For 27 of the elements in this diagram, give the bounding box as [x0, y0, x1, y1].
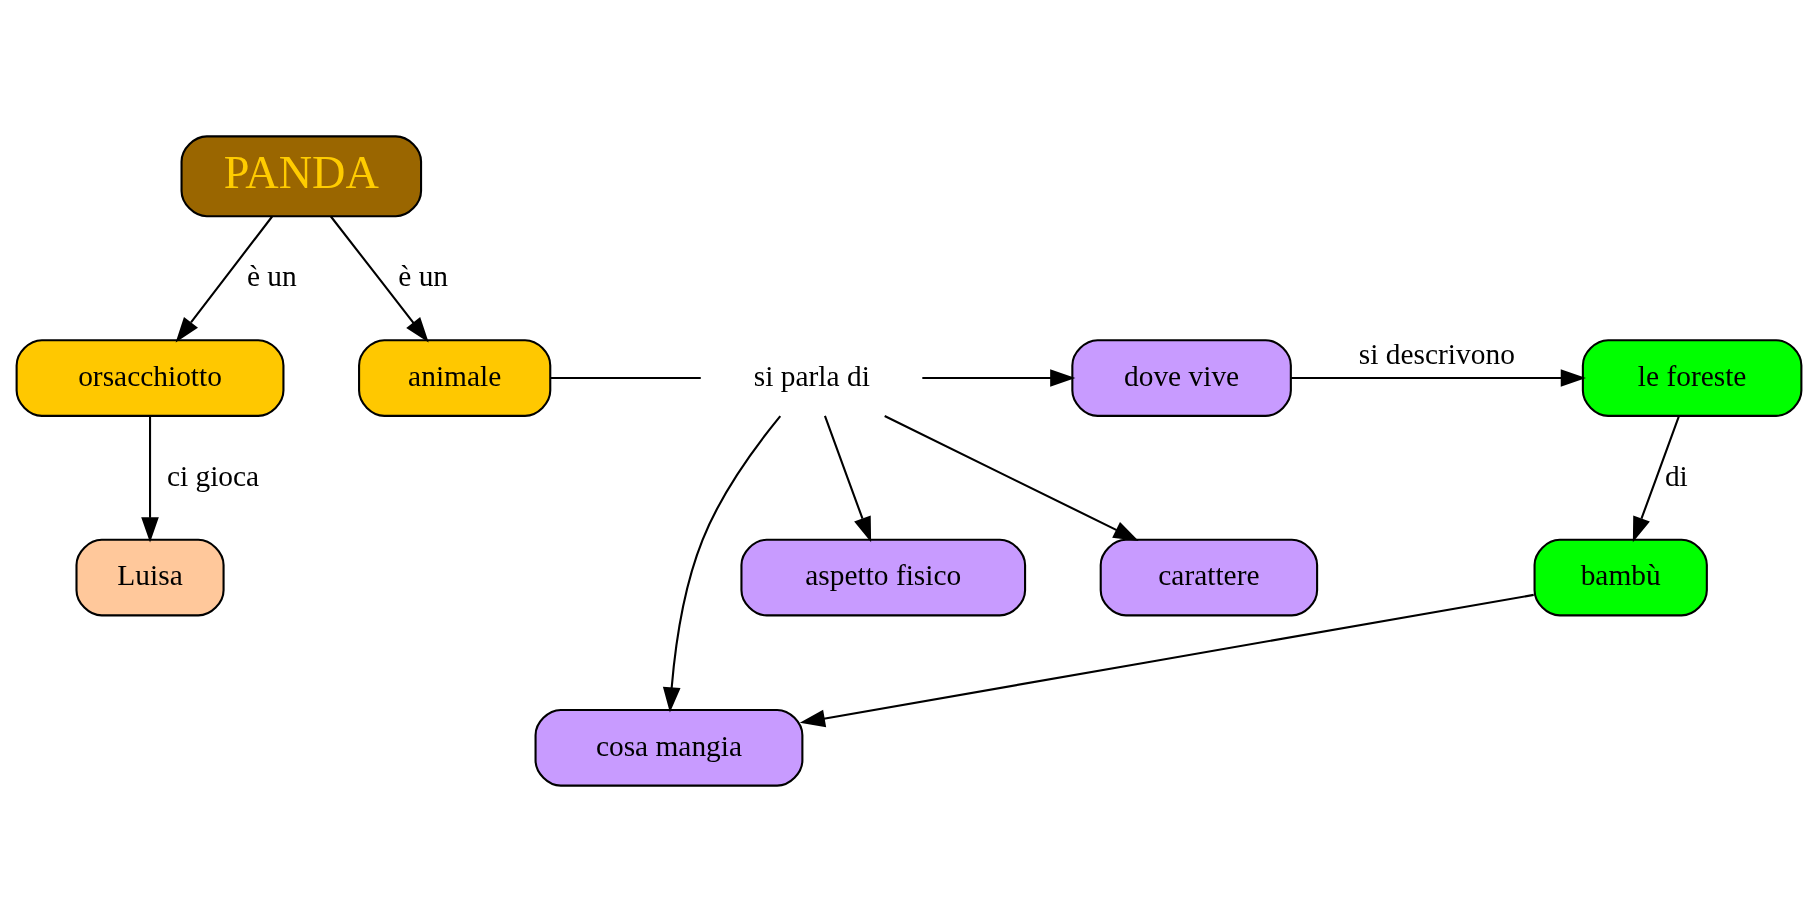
edge-label: si descrivono — [1358, 337, 1515, 370]
edge-label: è un — [398, 259, 449, 292]
node-box: animale — [358, 339, 552, 417]
arrow — [662, 415, 782, 713]
edge-label: di — [1664, 459, 1688, 492]
arrow — [1632, 415, 1680, 543]
node-text: si parla di — [753, 359, 870, 392]
arrow — [141, 415, 159, 543]
node-box: aspetto fisico — [740, 538, 1027, 617]
edge-label: ci gioca — [166, 459, 260, 492]
arrow — [1291, 369, 1586, 387]
node-box: orsacchiotto — [15, 339, 285, 417]
arrow — [799, 593, 1534, 728]
node-box: le foreste — [1581, 339, 1803, 417]
arrow — [175, 215, 273, 343]
node-box: bambù — [1533, 538, 1708, 617]
node-box: Luisa — [75, 538, 225, 617]
arrow — [823, 415, 872, 543]
connector — [550, 376, 701, 380]
arrow — [330, 215, 429, 343]
node-box: dove vive — [1071, 339, 1292, 417]
node-box: cosa mangia — [534, 708, 804, 787]
edge-label: è un — [246, 259, 297, 292]
node-box: PANDA — [180, 135, 423, 218]
arrow — [922, 369, 1076, 387]
node-box: carattere — [1099, 538, 1319, 617]
arrow — [884, 415, 1139, 541]
